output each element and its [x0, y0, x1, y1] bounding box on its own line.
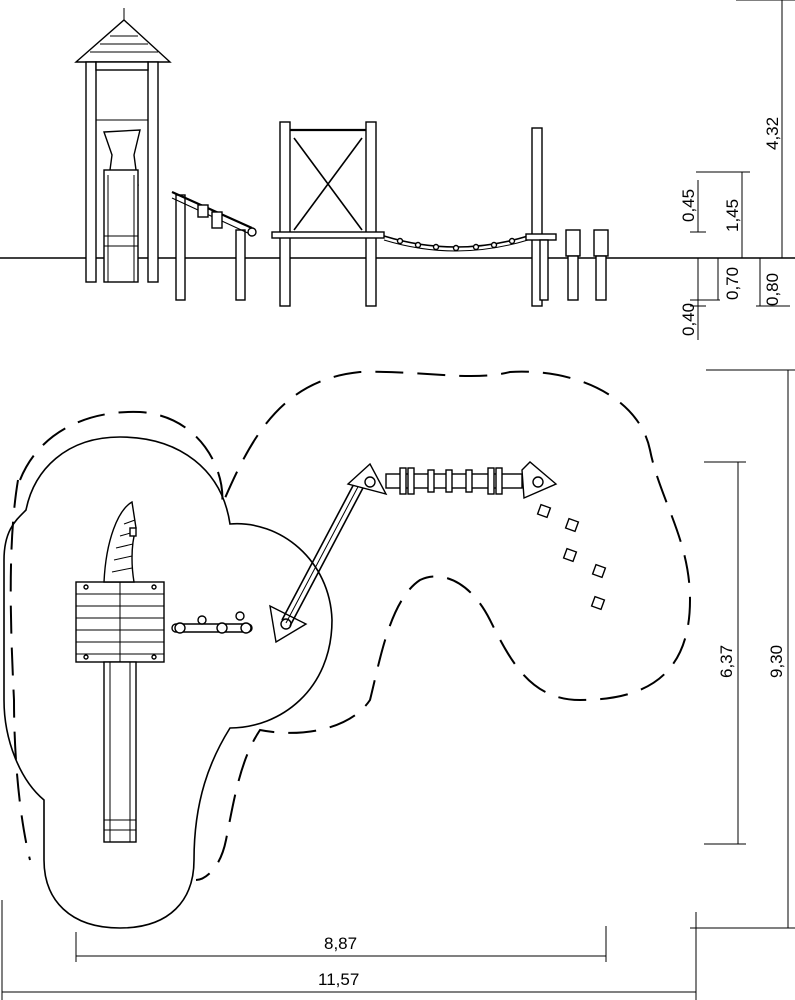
dim-foundation-a: 0,70 — [723, 267, 742, 300]
dim-platform-height: 1,45 — [723, 199, 742, 232]
rope-bridge-plan — [385, 467, 523, 495]
stepping-posts-plan — [536, 503, 607, 611]
balance-rail-plan — [171, 611, 253, 634]
fall-zone-outline — [9, 370, 692, 881]
dim-area-width-inner: 8,87 — [324, 934, 357, 953]
dim-area-depth-inner: 6,37 — [717, 645, 736, 678]
tower — [74, 8, 172, 283]
dim-beam-height: 0,45 — [679, 189, 698, 222]
dim-foundation-b: 0,80 — [763, 273, 782, 306]
end-post — [525, 127, 557, 307]
dim-foundation-c: 0,40 — [679, 303, 698, 336]
safety-area-outline — [3, 436, 333, 929]
plan-dimensions — [1, 369, 795, 1000]
dim-area-width-outer: 11,57 — [318, 970, 359, 989]
frame-right-triangle — [521, 461, 558, 500]
dim-area-depth-outer: 9,30 — [767, 645, 786, 678]
dim-total-height: 4,32 — [763, 117, 782, 150]
frame-top-triangle — [346, 462, 388, 496]
elevation-dimensions — [690, 0, 795, 340]
tower-platform — [75, 581, 165, 663]
frame-diagonal-beams — [281, 479, 365, 627]
climbing-frame — [271, 121, 385, 307]
climbing-ladder — [103, 500, 137, 583]
stepping-posts — [565, 229, 609, 301]
rope-bridge — [383, 235, 529, 252]
plan-view: 8,87 11,57 6,37 9,30 — [1, 369, 795, 1000]
frame-left-triangle — [269, 604, 308, 644]
slide — [103, 661, 137, 843]
balance-rail — [171, 190, 257, 301]
elevation-view: 4,32 1,45 0,45 0,70 0,80 0,40 — [0, 0, 795, 340]
